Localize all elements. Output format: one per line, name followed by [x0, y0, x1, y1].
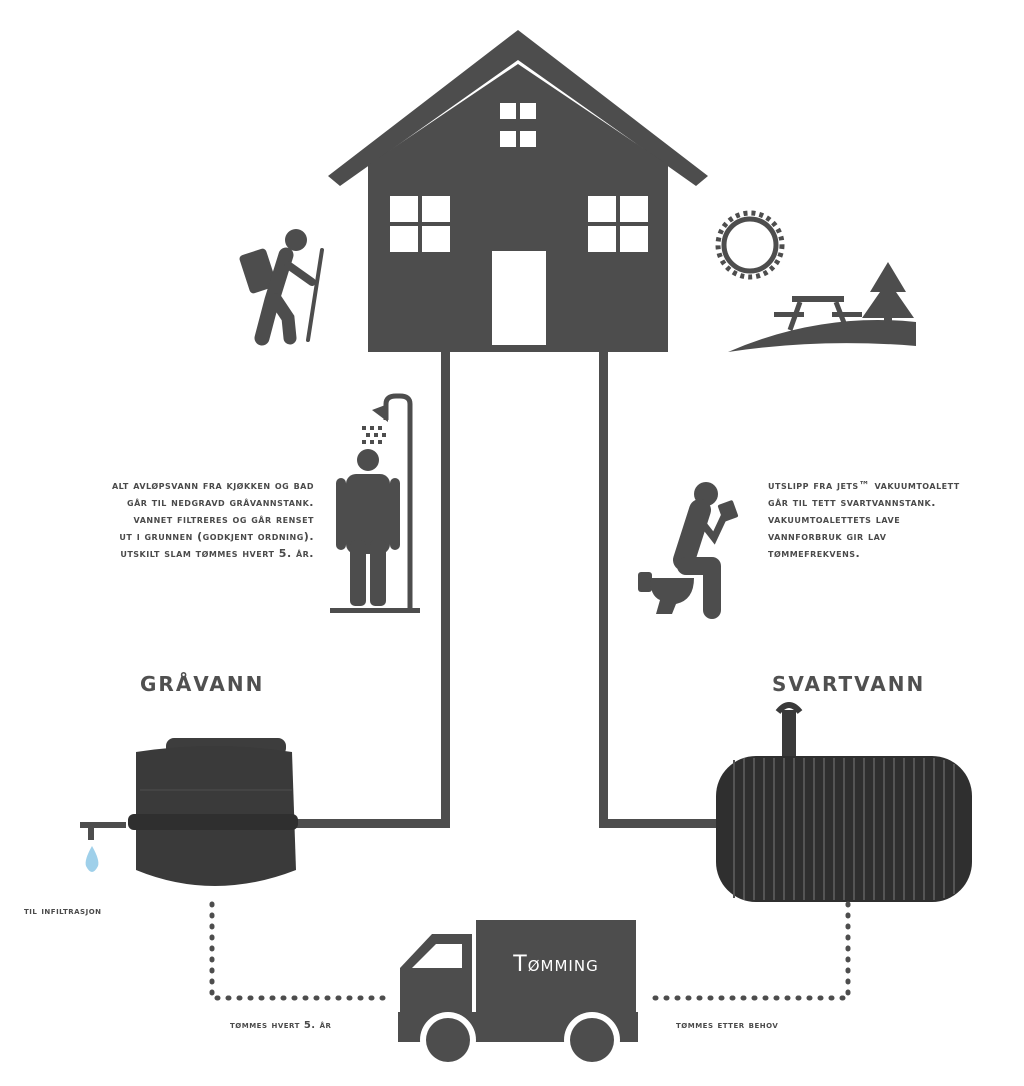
landscape-hill [728, 320, 916, 352]
hiker-icon [239, 229, 324, 346]
grey-note-line: Utskilt slam tømmes hvert 5. år. [120, 547, 314, 560]
tank-ribs [733, 758, 955, 900]
sun-icon [715, 210, 785, 280]
black-water-pipe-horizontal [599, 819, 723, 828]
water-drop-icon [85, 846, 99, 872]
shower-icon [330, 393, 420, 613]
grey-note-line: ut i grunnen (godkjent ordning). [119, 530, 314, 543]
house-icon [328, 30, 708, 352]
black-note-line: tømmefrekvens. [768, 547, 861, 560]
grey-note-line: Alt avløpsvann fra kjøkken og bad [111, 479, 314, 492]
emptied-every-5-years-label: Tømmes hvert 5. år [230, 1020, 332, 1031]
grey-water-tank-icon [80, 738, 298, 886]
black-water-description: Utslipp fra Jets™ vakuumtoalett går til … [768, 477, 1018, 562]
grey-note-line: går til nedgravd gråvannstank. [127, 496, 314, 509]
black-note-line: Utslipp fra Jets™ vakuumtoalett [768, 479, 960, 492]
grey-water-pipe-horizontal [294, 819, 450, 828]
picnic-table-icon [774, 296, 862, 331]
grey-water-pipe-vertical [441, 350, 450, 828]
black-water-label: SVARTVANN [772, 672, 926, 696]
grey-water-description: Alt avløpsvann fra kjøkken og bad går ti… [30, 477, 314, 562]
black-note-line: vannforbruk gir lav [768, 530, 887, 543]
black-note-line: Vakuumtoalettets lave [768, 513, 901, 526]
emptying-routes [209, 901, 851, 1001]
pine-tree-icon [862, 262, 914, 328]
truck-label: Tømming [513, 952, 599, 977]
pipes [294, 350, 723, 828]
grey-note-line: Vannet filtreres og går renset [133, 513, 314, 526]
truck-icon [398, 920, 638, 1068]
toilet-person-icon [638, 482, 739, 619]
shower-droplets [362, 426, 386, 444]
black-water-tank-icon [716, 702, 972, 902]
black-water-pipe-vertical [599, 350, 608, 828]
emptied-as-needed-label: Tømmes etter behov [676, 1020, 779, 1031]
black-note-line: går til tett svartvannstank. [768, 496, 936, 509]
house-door [492, 251, 546, 345]
grey-water-label: GRÅVANN [140, 672, 265, 696]
house-windows [390, 103, 648, 345]
infiltration-label: Til infiltrasjon [24, 906, 102, 917]
